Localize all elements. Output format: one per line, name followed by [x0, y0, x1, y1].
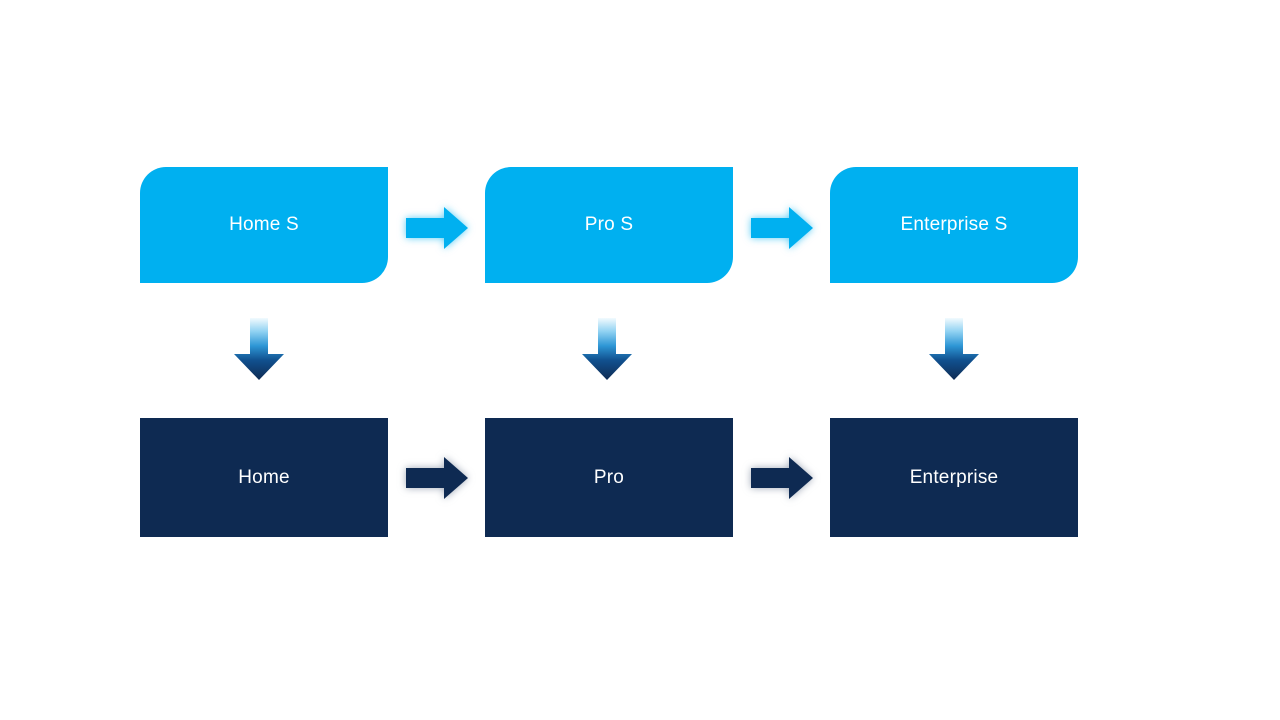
node-enterprise: Enterprise	[830, 418, 1078, 537]
node-home: Home	[140, 418, 388, 537]
node-pro-label: Pro	[593, 466, 625, 488]
right-arrow-icon	[406, 205, 470, 251]
down-arrow-icon	[582, 318, 632, 382]
node-pro-s-label: Pro S	[584, 214, 634, 235]
right-arrow-icon	[751, 455, 815, 501]
node-pro-s: Pro S	[485, 167, 733, 283]
node-home-s-label: Home S	[229, 214, 299, 235]
node-enterprise-s-label: Enterprise S	[900, 214, 1008, 235]
node-enterprise-s: Enterprise S	[830, 167, 1078, 283]
down-arrow-icon	[929, 318, 979, 382]
node-home-s: Home S	[140, 167, 388, 283]
down-arrow-icon	[234, 318, 284, 382]
right-arrow-icon	[751, 205, 815, 251]
node-enterprise-label: Enterprise	[909, 466, 999, 488]
right-arrow-icon	[406, 455, 470, 501]
node-pro: Pro	[485, 418, 733, 537]
node-home-label: Home	[238, 466, 290, 488]
